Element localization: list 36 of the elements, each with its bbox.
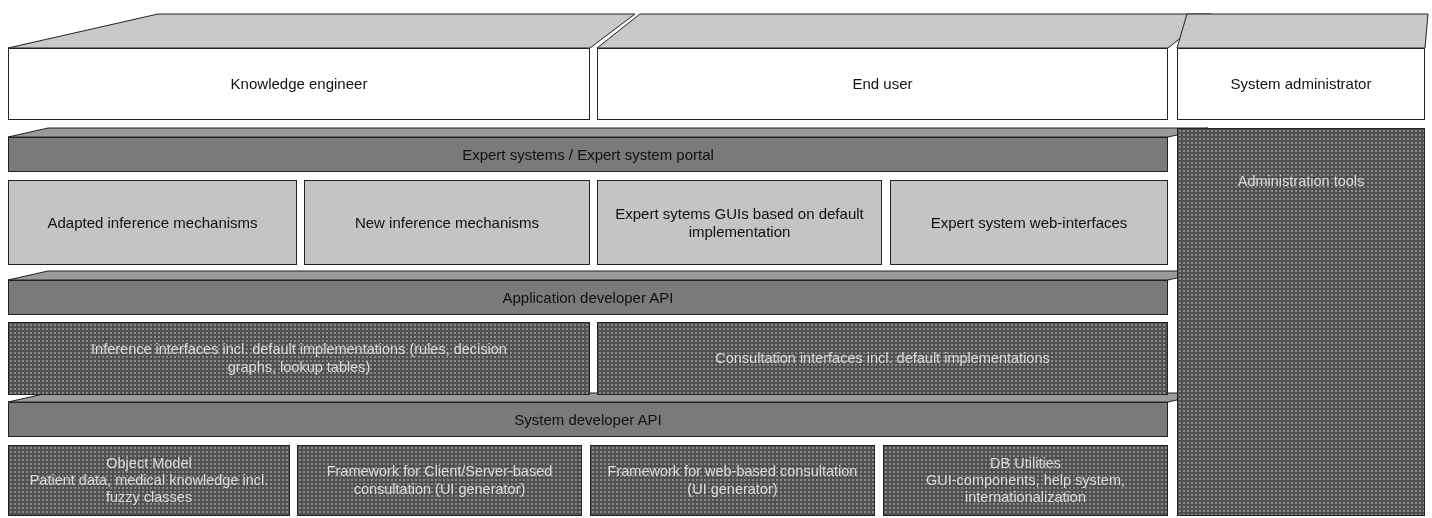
- box-label: Administration tools: [1237, 173, 1365, 191]
- module-box: [297, 445, 582, 516]
- box-label: End user: [852, 75, 913, 93]
- box-label: System developer API: [514, 410, 662, 429]
- layer-bar: [8, 280, 1168, 315]
- box-label: Framework for Client/Server-based consultation (UI generator): [325, 463, 554, 498]
- box-label: Inference interfaces incl. default implementations (rules, decision graphs, lookup tables): [90, 341, 508, 376]
- box-label: Knowledge engineer: [230, 75, 368, 93]
- box-label: GUI-components, help system, internationalization: [924, 471, 1127, 507]
- box-label: New inference mechanisms: [354, 213, 540, 232]
- module-box: [1177, 128, 1425, 516]
- component-box: [8, 180, 297, 265]
- module-box: [597, 322, 1168, 395]
- box-label: DB Utilities: [990, 454, 1061, 472]
- module-box: [8, 322, 590, 395]
- box-label: Adapted inference mechanisms: [47, 213, 258, 232]
- layer-bar: [8, 402, 1168, 437]
- component-box: [597, 180, 882, 265]
- role-box: [597, 48, 1168, 120]
- component-box: [890, 180, 1168, 265]
- module-box: [883, 445, 1168, 516]
- role-box: [1177, 48, 1425, 120]
- box-label: Consultation interfaces incl. default implementations: [715, 349, 1050, 368]
- box-label: Application developer API: [502, 288, 674, 307]
- component-box: [304, 180, 590, 265]
- box-label: Expert systems / Expert system portal: [462, 145, 714, 164]
- box-label: Framework for web-based consultation (UI generator): [606, 463, 859, 498]
- box-label: Expert system web-interfaces: [930, 213, 1128, 232]
- box-label: Patient data, medical knowledge incl. fuzzy classes: [28, 471, 270, 507]
- box-label: Object Model: [106, 454, 192, 472]
- box-label: System administrator: [1230, 75, 1372, 93]
- role-box: [8, 48, 590, 120]
- box-label: Expert sytems GUIs based on default implementation: [614, 204, 865, 241]
- layer-bar: [8, 137, 1168, 172]
- module-box: [8, 445, 290, 516]
- module-box: [590, 445, 875, 516]
